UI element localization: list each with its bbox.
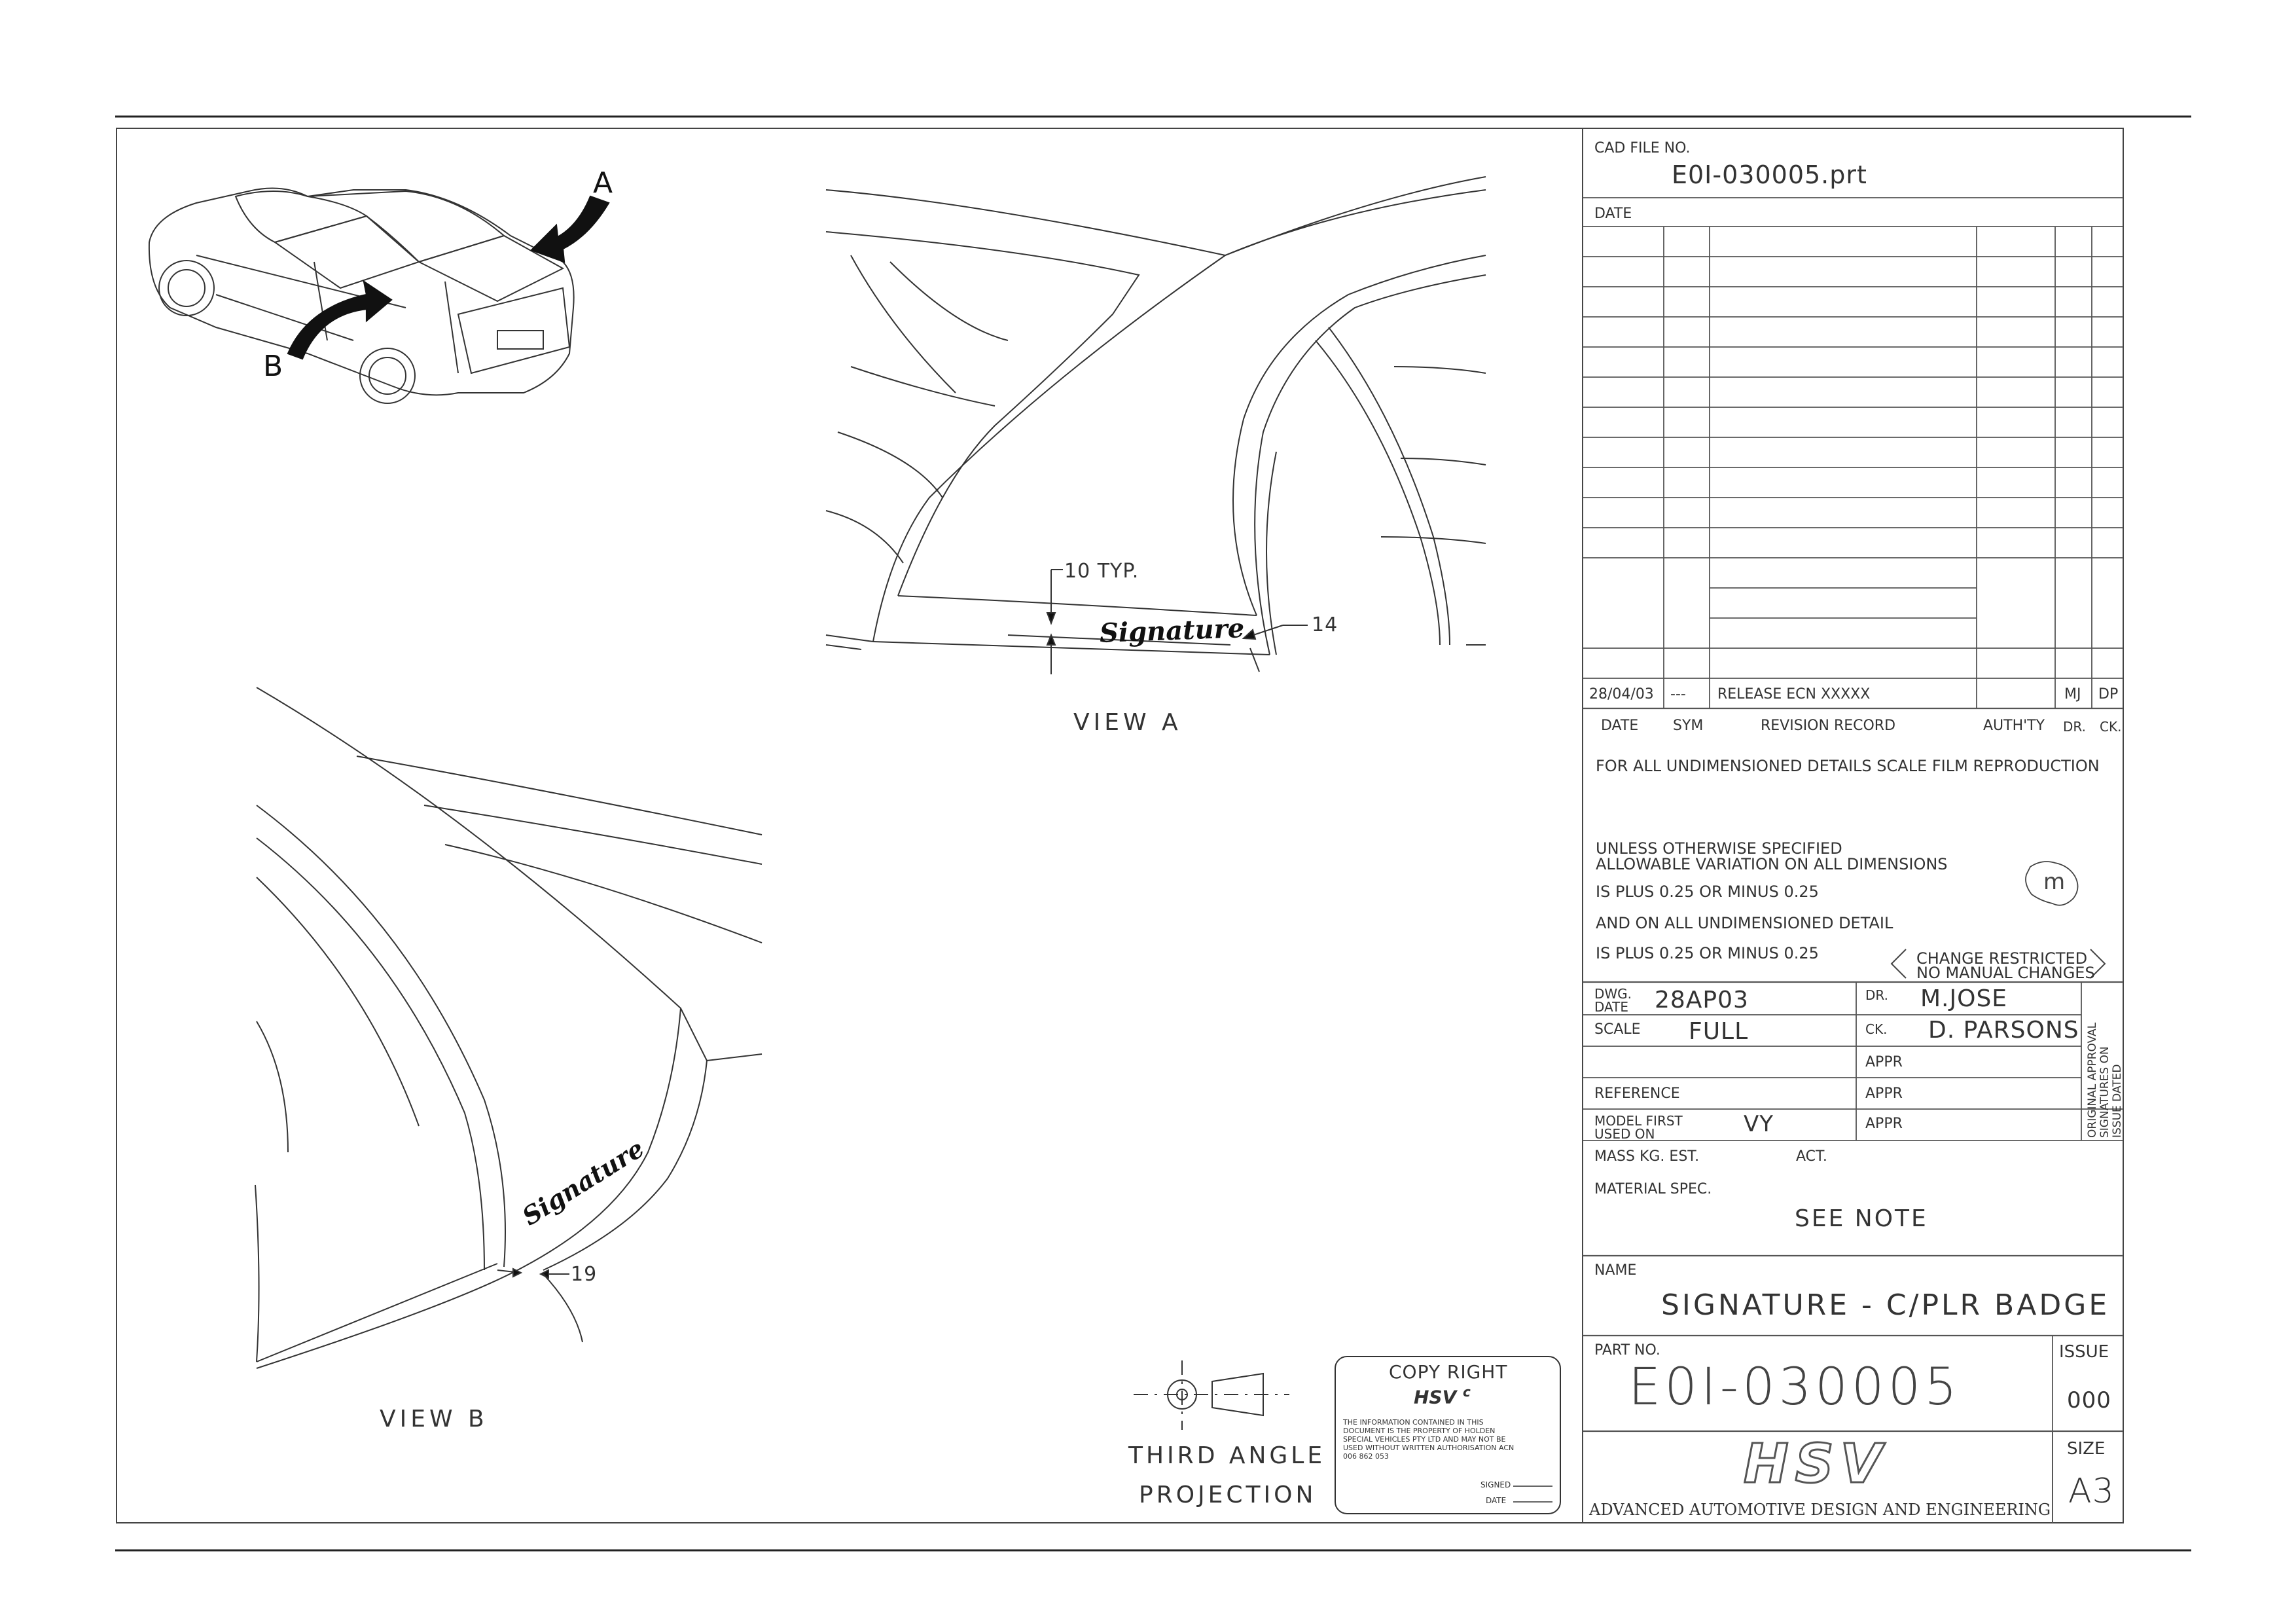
appr-label-1: APPR: [1865, 1054, 1903, 1070]
revision-sym: ---: [1670, 686, 1686, 702]
copyright-signed-label: SIGNED: [1480, 1480, 1511, 1489]
issue-value: 000: [2067, 1387, 2111, 1413]
model-label-1: MODEL FIRST: [1594, 1113, 1683, 1129]
note-line1: FOR ALL UNDIMENSIONED DETAILS SCALE FILM…: [1596, 757, 2100, 775]
australia-mark-icon: m: [2043, 869, 2066, 895]
part-label: PART NO.: [1594, 1342, 1660, 1359]
note-line6: IS PLUS 0.25 OR MINUS 0.25: [1596, 944, 1819, 962]
rev-header-record: REVISION RECORD: [1761, 718, 1896, 734]
ck-label: CK.: [1865, 1021, 1888, 1037]
name-value: SIGNATURE - C/PLR BADGE: [1661, 1288, 2110, 1322]
size-value: A3: [2068, 1472, 2115, 1511]
dwg-date-label-1: DWG.: [1594, 986, 1632, 1002]
model-label-2: USED ON: [1594, 1126, 1655, 1142]
company-name: ADVANCED AUTOMOTIVE DESIGN AND ENGINEERI…: [1589, 1501, 2051, 1519]
projection-line2: PROJECTION: [1139, 1482, 1317, 1508]
rev-header-auth: AUTH'TY: [1983, 718, 2045, 734]
view-a-drawing: [825, 176, 1486, 674]
rev-header-ck: CK.: [2100, 719, 2122, 735]
ck-value: D. PARSONS: [1928, 1017, 2079, 1044]
view-b-drawing: [255, 687, 762, 1369]
act-label: ACT.: [1796, 1148, 1827, 1165]
note-line3: ALLOWABLE VARIATION ON ALL DIMENSIONS: [1596, 855, 1948, 873]
copyright-notice: THE INFORMATION CONTAINED IN THIS DOCUME…: [1343, 1418, 1515, 1461]
revision-date: 28/04/03: [1589, 686, 1654, 702]
dr-label: DR.: [1865, 987, 1888, 1003]
scale-value: FULL: [1689, 1018, 1749, 1045]
change-restricted: CHANGE RESTRICTED: [1916, 949, 2088, 968]
rev-header-sym: SYM: [1673, 718, 1704, 734]
approval-side-line1: ORIGINAL APPROVAL: [2086, 1022, 2099, 1138]
note-line2: UNLESS OTHERWISE SPECIFIED: [1596, 839, 1842, 858]
issue-label: ISSUE: [2059, 1342, 2109, 1362]
scale-label: SCALE: [1594, 1021, 1641, 1038]
cad-file-value: E0I-030005.prt: [1672, 160, 1867, 189]
approval-side-line3: ISSUE DATED: [2111, 1064, 2124, 1138]
dwg-date-value: 28AP03: [1655, 987, 1749, 1013]
name-label: NAME: [1594, 1262, 1637, 1279]
copyright-title: COPY RIGHT: [1389, 1361, 1508, 1383]
material-value: SEE NOTE: [1795, 1205, 1928, 1232]
copyright-date-label: DATE: [1486, 1496, 1507, 1505]
appr-label-2: APPR: [1865, 1085, 1903, 1102]
car-overview: [148, 187, 575, 404]
view-a-dim-side: 14: [1312, 613, 1338, 636]
material-label: MATERIAL SPEC.: [1594, 1181, 1712, 1197]
approval-side-line2: SIGNATURES ON: [2098, 1046, 2111, 1138]
copyright-logo-text: HSV: [1414, 1386, 1457, 1408]
reference-label: REFERENCE: [1594, 1085, 1680, 1102]
dwg-date-label-2: DATE: [1594, 999, 1629, 1015]
australia-mark-outline: [2025, 861, 2079, 906]
view-b-callout-letter: B: [263, 350, 283, 383]
title-block-grid: [1583, 197, 2123, 1523]
no-manual-changes: NO MANUAL CHANGES: [1916, 964, 2095, 982]
view-a-badge: Signature: [1099, 613, 1245, 649]
revision-ck: DP: [2098, 686, 2119, 702]
note-line5: AND ON ALL UNDIMENSIONED DETAIL: [1596, 914, 1893, 932]
note-line4: IS PLUS 0.25 OR MINUS 0.25: [1596, 883, 1819, 901]
appr-label-3: APPR: [1865, 1116, 1903, 1132]
rev-header-date: DATE: [1601, 718, 1639, 734]
view-a-label: VIEW A: [1073, 709, 1182, 736]
view-a-dim-typ: 10 TYP.: [1064, 560, 1139, 583]
cad-file-label: CAD FILE NO.: [1594, 140, 1691, 156]
approval-side-note: ORIGINAL APPROVAL SIGNATURES ON ISSUE DA…: [2086, 1022, 2124, 1138]
view-b-dim-side: 19: [571, 1263, 598, 1286]
company-logo: HSV: [1742, 1433, 1889, 1495]
copyright-logo: HSV c: [1414, 1385, 1471, 1406]
projection-symbol: [1134, 1360, 1289, 1430]
dr-value: M.JOSE: [1920, 985, 2008, 1012]
mass-label: MASS KG. EST.: [1594, 1148, 1700, 1165]
size-label: SIZE: [2067, 1439, 2106, 1459]
part-value: E0I-030005: [1628, 1358, 1961, 1417]
date-label: DATE: [1594, 206, 1632, 222]
view-a-callout-letter: A: [593, 166, 613, 200]
projection-line1: THIRD ANGLE: [1128, 1442, 1326, 1469]
revision-record: RELEASE ECN XXXXX: [1717, 686, 1871, 702]
rev-header-dr: DR.: [2063, 719, 2086, 735]
revision-dr: MJ: [2064, 686, 2081, 702]
copyright-symbol: c: [1463, 1384, 1471, 1400]
view-b-label: VIEW B: [380, 1406, 488, 1432]
model-value: VY: [1744, 1111, 1774, 1137]
